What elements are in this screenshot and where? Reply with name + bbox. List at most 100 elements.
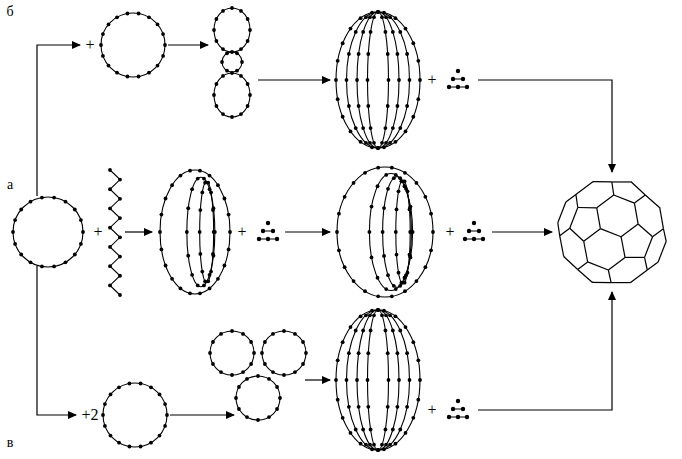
carbon-atom — [147, 71, 151, 75]
carbon-atom — [398, 428, 402, 432]
carbon-atom — [352, 181, 356, 185]
fullerene-bond — [564, 256, 578, 269]
carbon-atom — [376, 146, 380, 150]
ring-bond — [13, 197, 83, 267]
carbon-cluster — [447, 69, 469, 89]
carbon-atom — [11, 230, 15, 234]
carbon-atom — [221, 112, 225, 116]
carbon-atom — [118, 274, 122, 278]
ring-bond — [336, 310, 420, 450]
carbon-atom — [405, 52, 409, 56]
carbon-atom — [395, 208, 399, 212]
carbon-atom — [364, 313, 368, 317]
carbon-atom — [161, 54, 165, 58]
fullerene-bond — [645, 237, 653, 258]
fullerene-bond — [608, 257, 625, 270]
ring-lobe — [208, 329, 256, 377]
cage-meridian — [381, 176, 414, 288]
reaction-arrow — [478, 292, 612, 410]
carbon-atom — [447, 85, 451, 89]
carbon-atom — [108, 187, 112, 191]
carbon-atom — [388, 15, 392, 19]
plus-sign: + — [92, 224, 103, 240]
carbon-atom — [391, 30, 395, 34]
ring-bond — [210, 331, 254, 375]
carbon-atom — [156, 23, 160, 27]
carbon-atom — [52, 265, 56, 269]
carbon-atom — [369, 428, 373, 432]
fullerene-bond — [630, 282, 632, 283]
carbon-atom — [398, 30, 402, 34]
fullerene-bond — [600, 229, 621, 237]
carbon-atom — [461, 77, 465, 81]
carbon-atom — [301, 340, 305, 344]
carbon-atom — [354, 126, 358, 130]
carbon-atom — [225, 51, 229, 55]
carbon-atom — [118, 197, 122, 201]
carbon-atom — [163, 424, 167, 428]
reaction-arrow — [125, 231, 152, 232]
carbon-atom — [108, 245, 112, 249]
carbon-atom — [240, 60, 244, 64]
carbon-atom — [384, 443, 388, 447]
fullerene-bond — [578, 207, 597, 208]
carbon-atom — [198, 169, 202, 173]
reaction-arrow — [37, 266, 76, 415]
carbon-ring — [11, 196, 85, 269]
carbon-atom — [115, 15, 119, 19]
carbon-atom — [381, 230, 385, 234]
carbon-atom — [418, 378, 422, 382]
carbon-atom — [170, 277, 174, 281]
carbon-atom — [386, 104, 390, 108]
carbon-atom — [386, 187, 390, 191]
carbon-atom — [108, 264, 112, 268]
carbon-atom — [405, 104, 409, 108]
ring-bond — [262, 331, 306, 375]
carbon-atom — [403, 276, 407, 280]
carbon-atom — [221, 47, 225, 51]
carbon-atom — [368, 15, 372, 19]
fullerene-bond — [653, 229, 664, 237]
carbon-atom — [341, 416, 345, 420]
ring-bond — [101, 13, 165, 77]
carbon-atom — [227, 248, 231, 252]
carbon-atom — [376, 166, 380, 170]
carbon-atom — [380, 443, 384, 447]
carbon-atom — [278, 396, 282, 400]
carbon-atom — [235, 51, 239, 55]
ring-bond — [236, 376, 280, 420]
fullerene-bond — [638, 224, 652, 237]
carbon-atom — [384, 428, 388, 432]
ring-cluster — [212, 6, 252, 119]
fullerene-bond — [593, 181, 612, 182]
carbon-atom — [429, 212, 433, 216]
carbon-atom — [336, 358, 340, 362]
carbon-atom — [364, 15, 368, 19]
carbon-atom — [282, 373, 286, 377]
carbon-atom — [223, 264, 227, 268]
carbon-atom — [423, 265, 427, 269]
ring-bond — [357, 310, 399, 450]
ring-lobe — [212, 6, 252, 54]
carbon-atom — [394, 140, 398, 144]
carbon-atom — [337, 212, 341, 216]
cage-meridian — [198, 181, 216, 284]
fullerene-bond — [576, 182, 593, 195]
cage-meridian — [185, 177, 217, 288]
carbon-atom — [139, 445, 143, 449]
carbon-atom — [384, 329, 388, 333]
carbon-atom — [149, 441, 153, 445]
carbon-atom — [368, 141, 372, 145]
carbon-atom — [282, 329, 286, 333]
carbon-atom — [246, 82, 250, 86]
carbon-atom — [341, 340, 345, 344]
carbon-atom — [418, 78, 422, 82]
fullerene-bond — [592, 282, 611, 283]
carbon-atom — [263, 340, 267, 344]
carbon-atom — [429, 248, 433, 252]
carbon-atom — [293, 370, 297, 374]
carbon-atom — [202, 177, 206, 181]
carbon-atom — [397, 189, 401, 193]
ring-lobe — [220, 51, 244, 72]
carbon-atom — [359, 16, 363, 20]
